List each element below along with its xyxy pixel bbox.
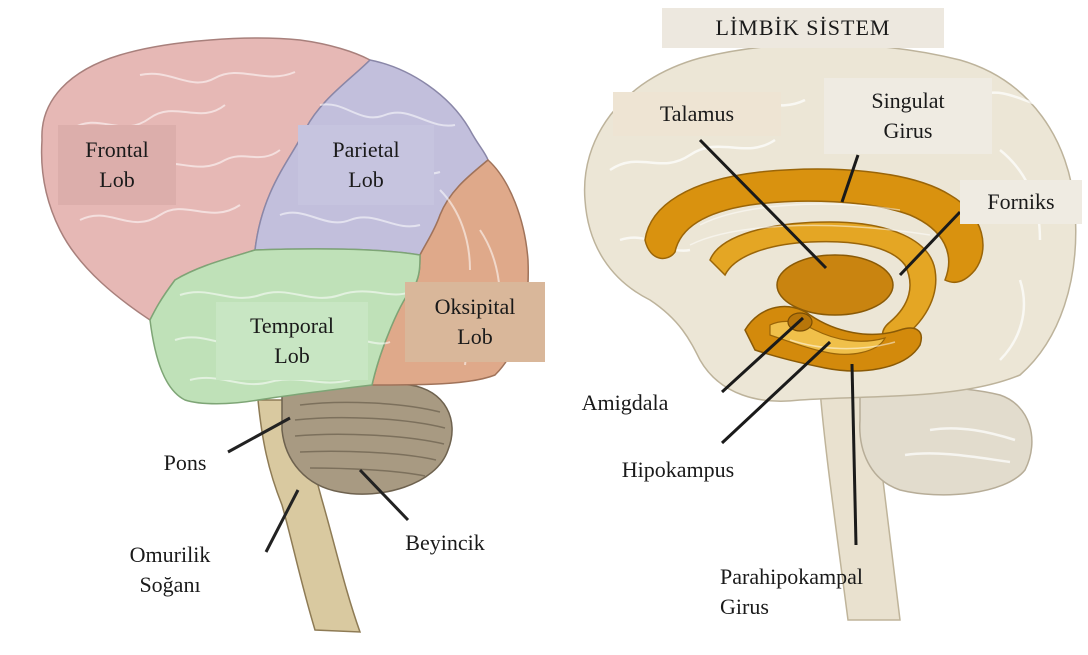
parietal-lobe-label-line2: Lob — [332, 165, 399, 195]
frontal-lobe-label: Frontal Lob — [58, 125, 176, 205]
temporal-lobe-label-line2: Lob — [250, 341, 334, 371]
cingulate-gyrus-label: Singulat Girus — [824, 78, 992, 154]
parahippocampal-gyrus-label-line2: Girus — [720, 592, 920, 622]
parietal-lobe-label: Parietal Lob — [298, 125, 434, 205]
thalamus — [777, 255, 893, 315]
cingulate-gyrus-label-line1: Singulat — [871, 86, 944, 116]
occipital-lobe-label-line2: Lob — [435, 322, 516, 352]
parietal-lobe-label-line1: Parietal — [332, 135, 399, 165]
amygdala-label: Amigdala — [565, 388, 685, 418]
pons-label: Pons — [145, 448, 225, 478]
frontal-lobe-label-line2: Lob — [85, 165, 149, 195]
temporal-lobe-label-line1: Temporal — [250, 311, 334, 341]
cingulate-gyrus-label-line2: Girus — [871, 116, 944, 146]
thalamus-label: Talamus — [613, 92, 781, 136]
temporal-lobe-label: Temporal Lob — [216, 302, 368, 380]
cerebellum-label: Beyincik — [385, 528, 505, 558]
medulla-label-line2: Soğanı — [110, 570, 230, 600]
right-cerebellum — [860, 388, 1032, 495]
parahippocampal-gyrus-label-line1: Parahipokampal — [720, 562, 920, 592]
occipital-lobe-label-line1: Oksipital — [435, 292, 516, 322]
occipital-lobe-label: Oksipital Lob — [405, 282, 545, 362]
medulla-label: Omurilik Soğanı — [110, 540, 230, 600]
parahippocampal-gyrus-label: Parahipokampal Girus — [720, 562, 920, 622]
fornix-label: Forniks — [960, 180, 1082, 224]
limbic-system-title: LİMBİK SİSTEM — [662, 8, 944, 48]
hippocampus-label: Hipokampus — [598, 455, 758, 485]
frontal-lobe-label-line1: Frontal — [85, 135, 149, 165]
medulla-label-line1: Omurilik — [110, 540, 230, 570]
